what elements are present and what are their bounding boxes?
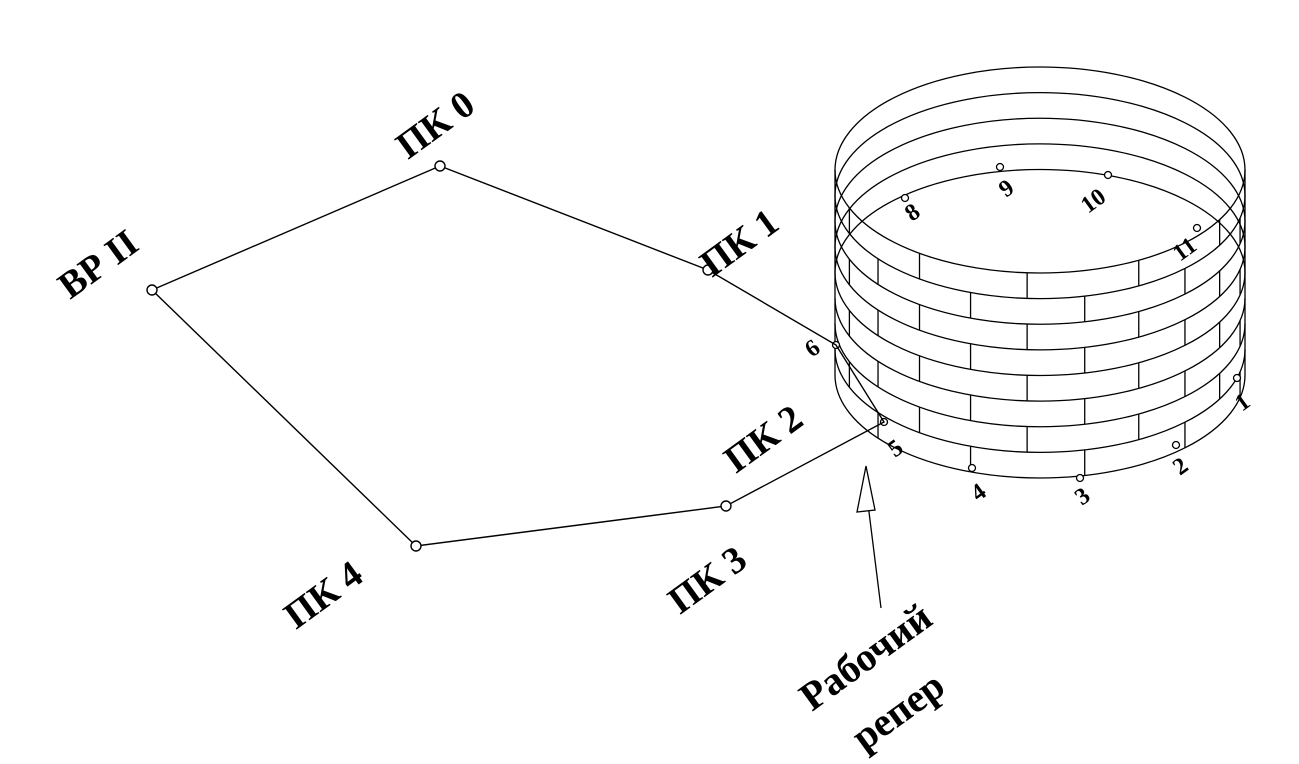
tank-cylinder	[831, 66, 1246, 483]
tank-ring-back	[834, 168, 1246, 273]
tank-ring	[834, 246, 1246, 351]
tank-ring	[834, 298, 1246, 402]
station-marker-pk4	[410, 540, 422, 552]
point-label-3: 3	[1070, 483, 1095, 511]
station-marker-vr	[146, 284, 158, 296]
point-label-2: 2	[1168, 453, 1193, 481]
point-label-10: 10	[1076, 184, 1111, 219]
station-marker-pk0	[434, 160, 446, 172]
tank-point-marker	[967, 463, 977, 473]
label-pk3: ПК 3	[661, 538, 755, 622]
tank-point-marker	[1103, 170, 1113, 180]
point-label-8: 8	[900, 199, 925, 227]
tank-ring	[834, 221, 1246, 325]
label-pk0: ПК 0	[389, 83, 483, 167]
benchmark-arrow	[856, 465, 882, 609]
tank-point-marker	[1075, 473, 1085, 483]
point-label-4: 4	[966, 479, 991, 507]
tank-ring	[834, 349, 1246, 454]
point-label-9: 9	[994, 175, 1019, 203]
tank-ring-top	[834, 66, 1246, 274]
tank-point-marker	[995, 162, 1005, 172]
tank-ring-back	[834, 143, 1246, 247]
label-pk4: ПК 4	[277, 553, 371, 637]
tank-point-marker	[1171, 440, 1181, 450]
tank-point-marker	[900, 193, 910, 203]
point-label-5: 5	[883, 435, 908, 463]
tank-point-marker	[1192, 223, 1202, 233]
point-label-6: 6	[800, 335, 825, 363]
tank-ring	[834, 195, 1246, 300]
tank-ring-back	[834, 91, 1246, 196]
tank-ring	[834, 272, 1246, 377]
label-vr: ВР II	[51, 222, 147, 307]
tank-ring	[834, 323, 1246, 428]
traverse-line	[151, 165, 885, 547]
tank-point-marker	[1232, 373, 1242, 383]
tank-ring	[834, 374, 1246, 479]
tank-ring-back	[834, 117, 1246, 222]
point-label-1: 1	[1230, 389, 1255, 417]
station-marker-pk3	[720, 500, 732, 512]
station-marker-pk1	[702, 264, 714, 276]
